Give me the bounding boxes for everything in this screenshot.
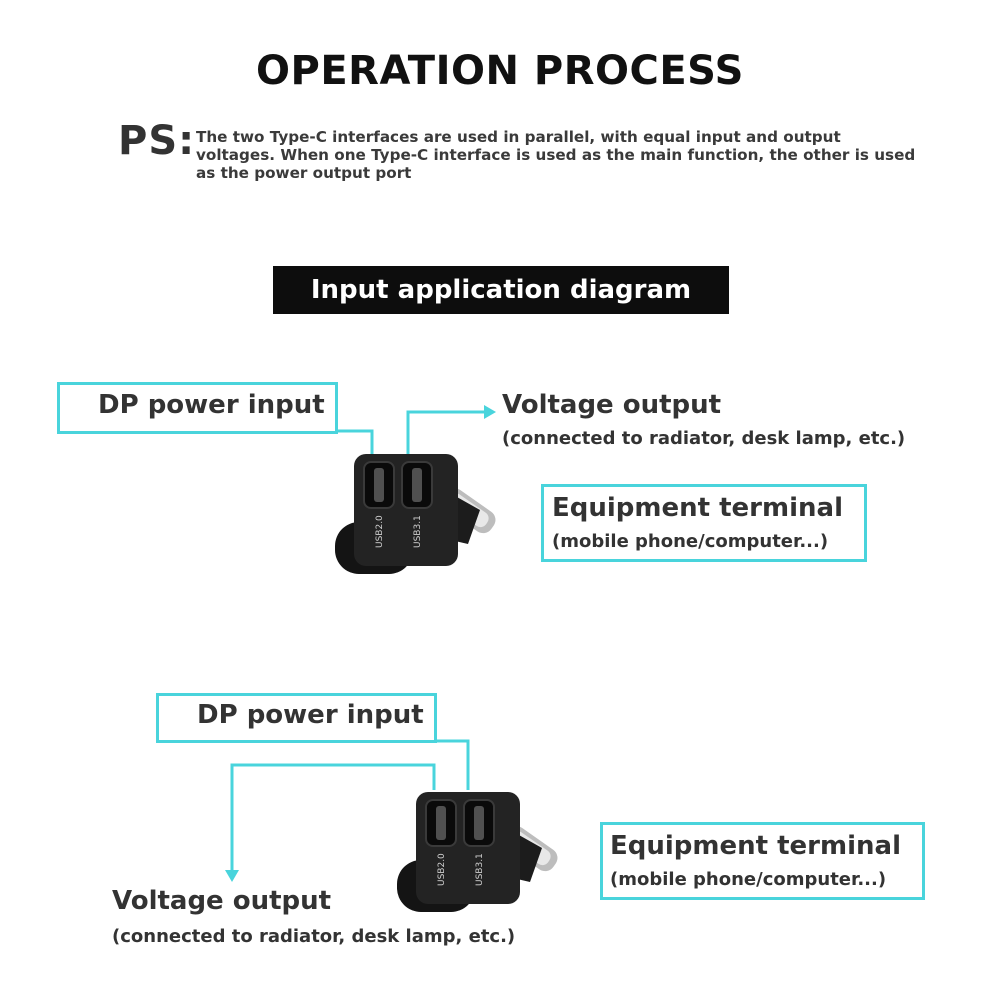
d2-dp-input-label: DP power input: [197, 700, 424, 730]
ps-label: PS:: [118, 118, 196, 164]
ps-text: The two Type-C interfaces are used in pa…: [196, 128, 916, 182]
d2-voltage-output-line: [230, 763, 436, 872]
d1-port-label-1: USB3.1: [413, 515, 423, 548]
d1-voltage-output-label: Voltage output: [502, 390, 722, 420]
d1-equipment-label: Equipment terminal: [552, 493, 843, 523]
d1-dp-input-box: DP power input: [57, 382, 338, 434]
d2-equipment-note: (mobile phone/computer...): [610, 869, 887, 890]
d2-equipment-label: Equipment terminal: [610, 831, 901, 861]
page-title: OPERATION PROCESS: [256, 48, 744, 94]
d2-dp-input-line: [437, 739, 470, 790]
d2-voltage-output-label: Voltage output: [112, 886, 332, 916]
d1-equipment-note: (mobile phone/computer...): [552, 531, 829, 552]
d2-port-label-1: USB3.1: [475, 853, 485, 886]
d2-voltage-output-arrow: [225, 870, 239, 882]
d2-voltage-output-note: (connected to radiator, desk lamp, etc.): [112, 926, 516, 947]
d1-equipment-box: Equipment terminal (mobile phone/compute…: [541, 484, 867, 562]
d1-adapter-image: USB2.0 USB3.1: [335, 454, 496, 574]
diagram-banner: Input application diagram: [273, 266, 729, 314]
d1-dp-input-label: DP power input: [98, 390, 325, 420]
d1-voltage-output-note: (connected to radiator, desk lamp, etc.): [502, 428, 906, 449]
d1-voltage-output-arrow: [484, 405, 496, 419]
d2-port-label-0: USB2.0: [437, 853, 447, 886]
d1-port-label-0: USB2.0: [375, 515, 385, 548]
d2-adapter-image: USB2.0 USB3.1: [397, 792, 558, 912]
d2-equipment-box: Equipment terminal (mobile phone/compute…: [600, 822, 925, 900]
d2-dp-input-box: DP power input: [156, 693, 437, 743]
